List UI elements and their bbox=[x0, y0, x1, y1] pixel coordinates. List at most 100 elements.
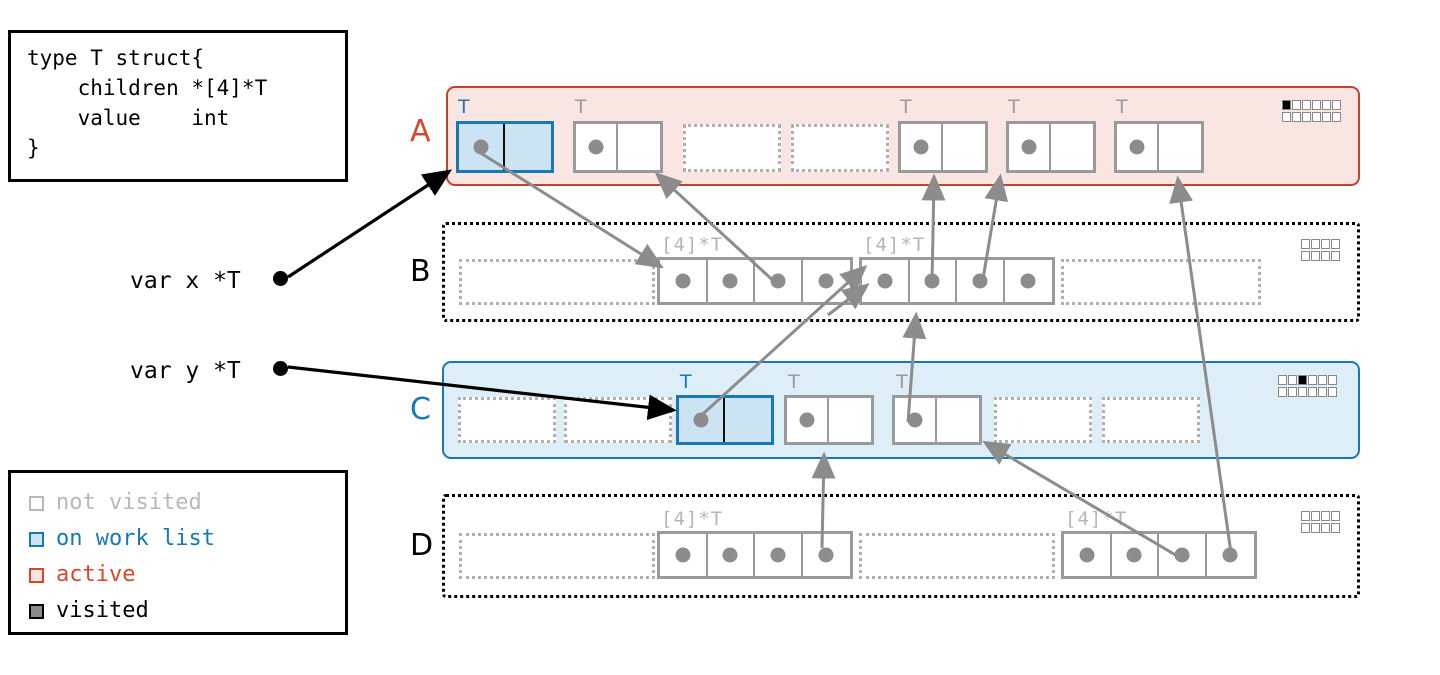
mark-bitmap-cell bbox=[1331, 239, 1340, 249]
pointer-dot bbox=[693, 412, 709, 428]
heap-object-A7[interactable] bbox=[1114, 121, 1204, 173]
object-value-cell bbox=[505, 124, 551, 170]
array-cell bbox=[708, 260, 755, 302]
object-value-cell bbox=[829, 398, 871, 442]
heap-span-B: [4]*T [4]*T bbox=[442, 222, 1360, 322]
heap-array-D2[interactable] bbox=[1061, 531, 1257, 579]
object-value-cell bbox=[725, 398, 771, 442]
legend-swatch-visited bbox=[29, 603, 44, 619]
mark-bitmap-row bbox=[1282, 112, 1342, 122]
array-cell bbox=[1112, 534, 1159, 576]
heap-object-C5[interactable] bbox=[892, 395, 982, 445]
pointer-dot bbox=[818, 273, 834, 289]
array-cell bbox=[1207, 534, 1255, 576]
heap-span-D: [4]*T [4]*T bbox=[442, 494, 1360, 598]
var-x-pointer-dot bbox=[273, 271, 288, 286]
heap-array-B1[interactable] bbox=[657, 257, 853, 305]
mark-bitmap-cell bbox=[1288, 387, 1297, 397]
legend-item-not-visited: not visited bbox=[29, 485, 345, 521]
mark-bitmap-cell bbox=[1301, 239, 1310, 249]
legend-item-active: active bbox=[29, 557, 345, 593]
object-value-cell bbox=[618, 124, 660, 170]
legend-item-visited: visited bbox=[29, 593, 345, 629]
mark-bitmap-cell bbox=[1322, 112, 1331, 122]
row-label-B: B bbox=[410, 254, 431, 289]
mark-bitmap-cell bbox=[1321, 239, 1330, 249]
heap-free-slot-C7 bbox=[1102, 397, 1200, 443]
pointer-dot bbox=[818, 547, 834, 563]
mark-bitmap-cell bbox=[1312, 100, 1321, 110]
heap-array-D1[interactable] bbox=[657, 531, 853, 579]
mark-bitmap-cell bbox=[1331, 523, 1340, 533]
var-y-pointer-dot bbox=[273, 361, 288, 376]
row-label-A: A bbox=[410, 114, 431, 149]
heap-object-C3[interactable] bbox=[676, 395, 774, 445]
mark-bitmap-cell bbox=[1301, 523, 1310, 533]
array-type-label-B2: [4]*T bbox=[863, 234, 926, 256]
pointer-dot bbox=[972, 273, 988, 289]
legend-label-visited: visited bbox=[56, 598, 149, 623]
mark-bitmap-cell bbox=[1321, 523, 1330, 533]
legend-swatch-not-visited bbox=[29, 495, 44, 511]
pointer-dot bbox=[473, 139, 489, 155]
array-cell bbox=[660, 534, 708, 576]
heap-object-A5[interactable] bbox=[898, 121, 988, 173]
heap-free-slot-B2 bbox=[1061, 259, 1261, 305]
array-type-label-B1: [4]*T bbox=[661, 234, 724, 256]
legend-label-active: active bbox=[56, 562, 136, 587]
object-pointer-cell bbox=[459, 124, 505, 170]
mark-bitmap-row bbox=[1278, 387, 1338, 397]
pointer-dot bbox=[907, 412, 923, 428]
legend-swatch-active bbox=[29, 567, 44, 583]
object-pointer-cell bbox=[901, 124, 943, 170]
heap-free-slot-C6 bbox=[994, 397, 1092, 443]
array-cell bbox=[862, 260, 910, 302]
mark-bitmap-B bbox=[1301, 239, 1341, 263]
array-cell bbox=[1005, 260, 1053, 302]
mark-bitmap-row bbox=[1301, 239, 1341, 249]
mark-bitmap-cell bbox=[1321, 251, 1330, 261]
mark-bitmap-cell bbox=[1302, 112, 1311, 122]
mark-bitmap-cell bbox=[1311, 251, 1320, 261]
heap-object-A6[interactable] bbox=[1006, 121, 1096, 173]
mark-bitmap-cell bbox=[1308, 375, 1317, 385]
mark-bitmap-cell bbox=[1292, 112, 1301, 122]
mark-bitmap-cell bbox=[1298, 375, 1307, 385]
object-value-cell bbox=[1051, 124, 1093, 170]
heap-object-A2[interactable] bbox=[573, 121, 663, 173]
heap-span-C: T T T bbox=[442, 361, 1360, 459]
array-type-label-D2: [4]*T bbox=[1065, 508, 1128, 530]
mark-bitmap-cell bbox=[1328, 375, 1337, 385]
heap-free-slot-C2 bbox=[564, 397, 672, 443]
type-label-A7: T bbox=[1116, 96, 1128, 118]
mark-bitmap-cell bbox=[1282, 112, 1291, 122]
heap-object-C4[interactable] bbox=[784, 395, 874, 445]
array-cell bbox=[660, 260, 708, 302]
pointer-dot bbox=[770, 547, 786, 563]
object-pointer-cell bbox=[1117, 124, 1159, 170]
heap-free-slot-C1 bbox=[458, 397, 556, 443]
mark-bitmap-row bbox=[1301, 523, 1341, 533]
pointer-dot bbox=[770, 273, 786, 289]
mark-bitmap-cell bbox=[1331, 511, 1340, 521]
heap-object-A1[interactable] bbox=[456, 121, 554, 173]
mark-bitmap-cell bbox=[1328, 387, 1337, 397]
pointer-dot bbox=[1129, 139, 1145, 155]
heap-array-B2[interactable] bbox=[859, 257, 1055, 305]
array-cell bbox=[1064, 534, 1112, 576]
object-pointer-cell bbox=[576, 124, 618, 170]
object-pointer-cell bbox=[895, 398, 937, 442]
mark-bitmap-cell bbox=[1332, 112, 1341, 122]
mark-bitmap-cell bbox=[1311, 511, 1320, 521]
row-label-C: C bbox=[410, 392, 431, 427]
var-x-label: var x *T bbox=[130, 268, 241, 294]
type-label-A6: T bbox=[1008, 96, 1020, 118]
object-value-cell bbox=[1159, 124, 1201, 170]
heap-free-slot-D2 bbox=[859, 533, 1055, 579]
type-label-C3: T bbox=[680, 371, 692, 393]
mark-bitmap-C bbox=[1278, 375, 1338, 399]
pointer-dot bbox=[1222, 547, 1238, 563]
pointer-dot bbox=[1126, 547, 1142, 563]
pointer-dot bbox=[1020, 273, 1036, 289]
pointer-dot bbox=[1174, 547, 1190, 563]
